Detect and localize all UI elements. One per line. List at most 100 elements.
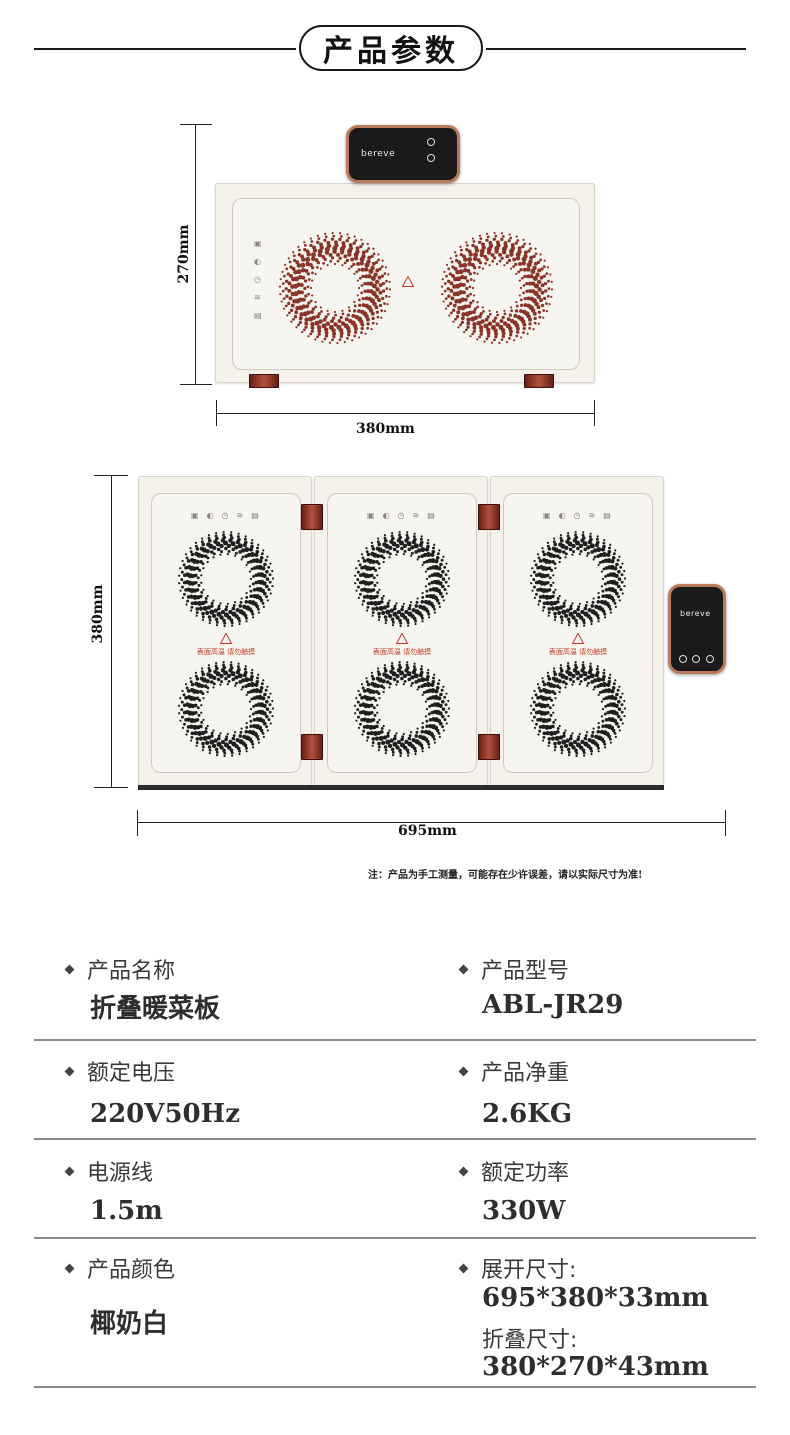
spec-fold-label: 折叠尺寸: (482, 1328, 578, 1353)
diamond-bullet-icon (458, 1263, 469, 1274)
panel-base-edge (138, 785, 664, 790)
lock-icon: ▤ (254, 311, 262, 320)
hinge-right (524, 374, 554, 388)
timer-button (706, 655, 714, 663)
indicator-icons: ▣ ◐ ◷ ≋ ▤ (254, 239, 262, 320)
lock-icon: ▤ (427, 511, 435, 520)
spec-model-value: ABL-JR29 (482, 990, 624, 1020)
width-dimension-line (137, 822, 725, 823)
dim-tick (594, 400, 595, 426)
surface-hot-warning: 表面高温 请勿触摸 (196, 648, 256, 656)
temp-icon: ◐ (254, 257, 261, 266)
divider (34, 1237, 756, 1239)
diamond-bullet-icon (458, 964, 469, 975)
heat-icon: ≋ (412, 511, 420, 520)
spec-model-label: 产品型号 (458, 953, 569, 985)
height-dimension-line (111, 475, 112, 787)
diamond-bullet-icon (458, 1166, 469, 1177)
warm-icon: ▣ (543, 511, 551, 520)
heat-icon: ≋ (236, 511, 244, 520)
timer-icon: ◷ (254, 275, 261, 284)
warning-icon (396, 633, 408, 644)
heating-zone-top (178, 530, 275, 628)
lock-icon: ▤ (251, 511, 259, 520)
hinge-top-left (301, 504, 323, 530)
spec-voltage-value: 220V50Hz (90, 1099, 240, 1129)
folded-board: ▣ ◐ ◷ ≋ ▤ (215, 183, 595, 388)
height-label: 270mm (176, 224, 192, 284)
spec-color-label: 产品颜色 (64, 1252, 175, 1284)
indicator-icons: ▣ ◐ ◷ ≋ ▤ (543, 511, 611, 520)
temp-icon: ◐ (206, 511, 214, 520)
temp-icon: ◐ (558, 511, 566, 520)
dim-tick (180, 384, 212, 385)
temp-icon: ◐ (382, 511, 390, 520)
spec-cord-label: 电源线 (64, 1155, 153, 1187)
spec-unfold-value: 695*380*33mm (482, 1283, 709, 1313)
unfolded-control-unit: bereve (668, 584, 726, 674)
warm-icon: ▣ (367, 511, 375, 520)
folded-control-unit: bereve (346, 125, 460, 183)
panel-right: ▣ ◐ ◷ ≋ ▤ 表面高温 请勿触摸 (490, 476, 664, 786)
divider (34, 1039, 756, 1041)
warm-icon: ▣ (254, 239, 262, 248)
lock-icon: ▤ (603, 511, 611, 520)
spec-cord-value: 1.5m (90, 1196, 163, 1226)
width-label: 380mm (356, 421, 415, 437)
dim-tick (725, 810, 726, 836)
spec-power-label: 额定功率 (458, 1155, 569, 1187)
width-dimension-line (216, 413, 594, 414)
spec-weight-value: 2.6KG (482, 1099, 573, 1129)
heating-zone-bottom (530, 660, 627, 758)
spec-name-label: 产品名称 (64, 953, 175, 985)
warning-icon (402, 276, 414, 287)
dim-tick (94, 787, 128, 788)
diamond-bullet-icon (458, 1066, 469, 1077)
heating-zone-bottom (354, 660, 451, 758)
heating-zone-top (530, 530, 627, 628)
diamond-bullet-icon (64, 1066, 75, 1077)
spec-fold-value: 380*270*43mm (482, 1352, 709, 1382)
height-label: 380mm (90, 584, 106, 644)
page-title: 产品参数 (299, 25, 483, 71)
hinge-left (249, 374, 279, 388)
heating-zone-left (278, 231, 392, 345)
brand-logo: bereve (361, 149, 396, 159)
surface-hot-warning: 表面高温 请勿触摸 (548, 648, 608, 656)
mode-button (427, 154, 435, 162)
timer-icon: ◷ (221, 511, 229, 520)
spec-power-value: 330W (482, 1196, 566, 1226)
divider (34, 1138, 756, 1140)
indicator-icons: ▣◐◷≋▤ (191, 511, 259, 520)
heating-zone-right (440, 231, 554, 345)
panel-middle: ▣ ◐ ◷ ≋ ▤ 表面高温 请勿触摸 (314, 476, 488, 786)
hinge-bottom-left (301, 734, 323, 760)
dim-tick (180, 124, 212, 125)
spec-weight-label: 产品净重 (458, 1055, 569, 1087)
panel-left: ▣◐◷≋▤ 表面高温 请勿触摸 (138, 476, 312, 786)
timer-icon: ◷ (397, 511, 405, 520)
power-button (679, 655, 687, 663)
divider (34, 1386, 756, 1388)
power-button (427, 138, 435, 146)
mode-button (692, 655, 700, 663)
header-rule-right (486, 48, 746, 50)
measurement-note: 注：产品为手工测量，可能存在少许误差，请以实际尺寸为准! (368, 870, 643, 881)
surface-hot-warning: 表面高温 请勿触摸 (372, 648, 432, 656)
height-dimension-line (195, 124, 196, 384)
heat-icon: ≋ (588, 511, 596, 520)
spec-color-value: 椰奶白 (90, 1309, 169, 1339)
heat-icon: ≋ (254, 293, 261, 302)
heating-zone-bottom (178, 660, 275, 758)
warning-icon (572, 633, 584, 644)
warning-icon (220, 633, 232, 644)
indicator-icons: ▣ ◐ ◷ ≋ ▤ (367, 511, 435, 520)
spec-voltage-label: 额定电压 (64, 1055, 175, 1087)
header-rule-left (34, 48, 296, 50)
diamond-bullet-icon (64, 1263, 75, 1274)
brand-logo: bereve (680, 609, 711, 618)
diamond-bullet-icon (64, 1166, 75, 1177)
timer-icon: ◷ (573, 511, 581, 520)
hinge-bottom-right (478, 734, 500, 760)
heating-zone-top (354, 530, 451, 628)
